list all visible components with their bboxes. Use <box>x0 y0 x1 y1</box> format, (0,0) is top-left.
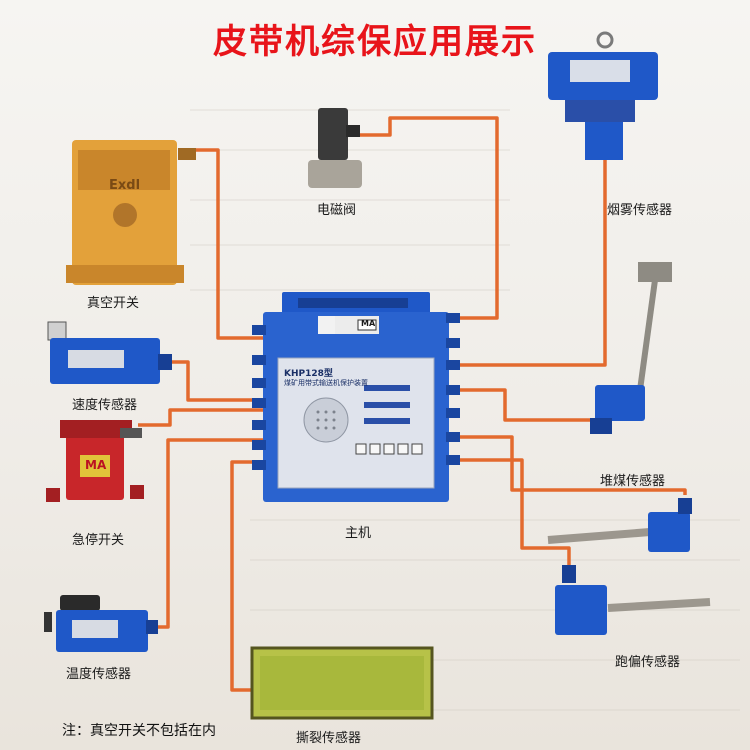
main-unit-caption: 煤矿用带式输送机保护装置 <box>284 379 368 387</box>
cable-coal-pile-sensor <box>440 388 590 422</box>
coal-pile-sensor-device <box>590 262 672 434</box>
footnote: 注：真空开关不包括在内 <box>62 723 216 739</box>
main-unit <box>252 292 460 502</box>
vacuum-switch-device <box>66 140 196 285</box>
label-vacuum-switch: 真空开关 <box>87 296 140 311</box>
solenoid-valve-device <box>308 108 362 188</box>
cable-solenoid-valve <box>355 116 499 320</box>
deviation-sensor-lower-device <box>555 565 711 635</box>
emergency-stop-device <box>46 420 144 502</box>
label-emergency-stop: 急停开关 <box>72 533 125 548</box>
cable-deviation-sensor-1 <box>440 435 687 495</box>
cable-temperature-sensor <box>155 438 268 629</box>
label-main-unit: 主机 <box>345 526 372 541</box>
main-unit-marking: MA <box>361 319 376 328</box>
cable-speed-sensor <box>168 360 268 402</box>
cable-deviation-sensor-2 <box>440 458 571 565</box>
cable-emergency-stop <box>138 408 268 427</box>
page-title: 皮带机综保应用展示 <box>213 22 537 62</box>
label-smoke-sensor: 烟雾传感器 <box>607 203 673 218</box>
cables <box>138 116 687 692</box>
cable-vacuum-switch <box>190 148 268 340</box>
main-unit-model: KHP128型 <box>284 369 333 379</box>
speed-sensor-device <box>47 321 172 384</box>
emergency-stop-marking: MA <box>85 458 107 472</box>
vacuum-switch-brand: Exdl <box>109 178 141 193</box>
label-deviation-sensor: 跑偏传感器 <box>615 655 681 670</box>
label-coal-pile-sensor: 堆煤传感器 <box>600 474 666 489</box>
label-speed-sensor: 速度传感器 <box>72 398 138 413</box>
label-solenoid-valve: 电磁阀 <box>317 203 357 218</box>
deviation-sensor-upper-device <box>547 498 692 552</box>
temperature-sensor-device <box>44 595 158 652</box>
label-temperature-sensor: 温度传感器 <box>66 667 132 682</box>
tear-sensor-device <box>250 646 434 720</box>
cable-smoke-sensor <box>440 160 607 367</box>
smoke-sensor-device <box>548 31 658 160</box>
label-tear-sensor: 撕裂传感器 <box>296 731 362 746</box>
cable-tear-sensor <box>230 460 268 692</box>
